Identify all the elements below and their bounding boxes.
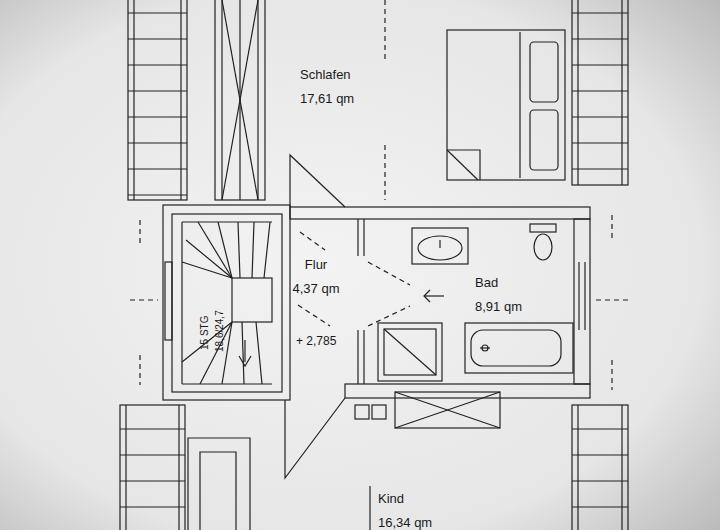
stair-note: 18,6/24,7 (214, 310, 226, 352)
room-name: Kind (378, 491, 437, 507)
wall (188, 155, 590, 530)
bed (447, 30, 565, 180)
room-area: 4,37 qm (291, 281, 342, 297)
room-label: Schlafen 17,61 qm (298, 66, 361, 108)
room-name: Bad (475, 275, 526, 291)
roof-window (120, 0, 628, 530)
stair-note: 15 STG (199, 316, 211, 350)
room-area: 17,61 qm (300, 91, 359, 107)
room-name: Flur (291, 257, 342, 273)
staircase (163, 205, 290, 400)
room-label: Flur 4,37 qm (289, 256, 344, 298)
room-area: 16,34 qm (378, 515, 437, 530)
room-label: Kind 16,34 qm (376, 490, 439, 530)
skylight (215, 0, 265, 200)
bath-fixture (378, 224, 573, 381)
room-label: Bad 8,91 qm (473, 274, 528, 316)
direction-mark (130, 0, 628, 390)
room-name: Schlafen (300, 67, 359, 83)
room-area: 8,91 qm (475, 299, 526, 315)
level-mark: + 2,785 (296, 335, 336, 347)
